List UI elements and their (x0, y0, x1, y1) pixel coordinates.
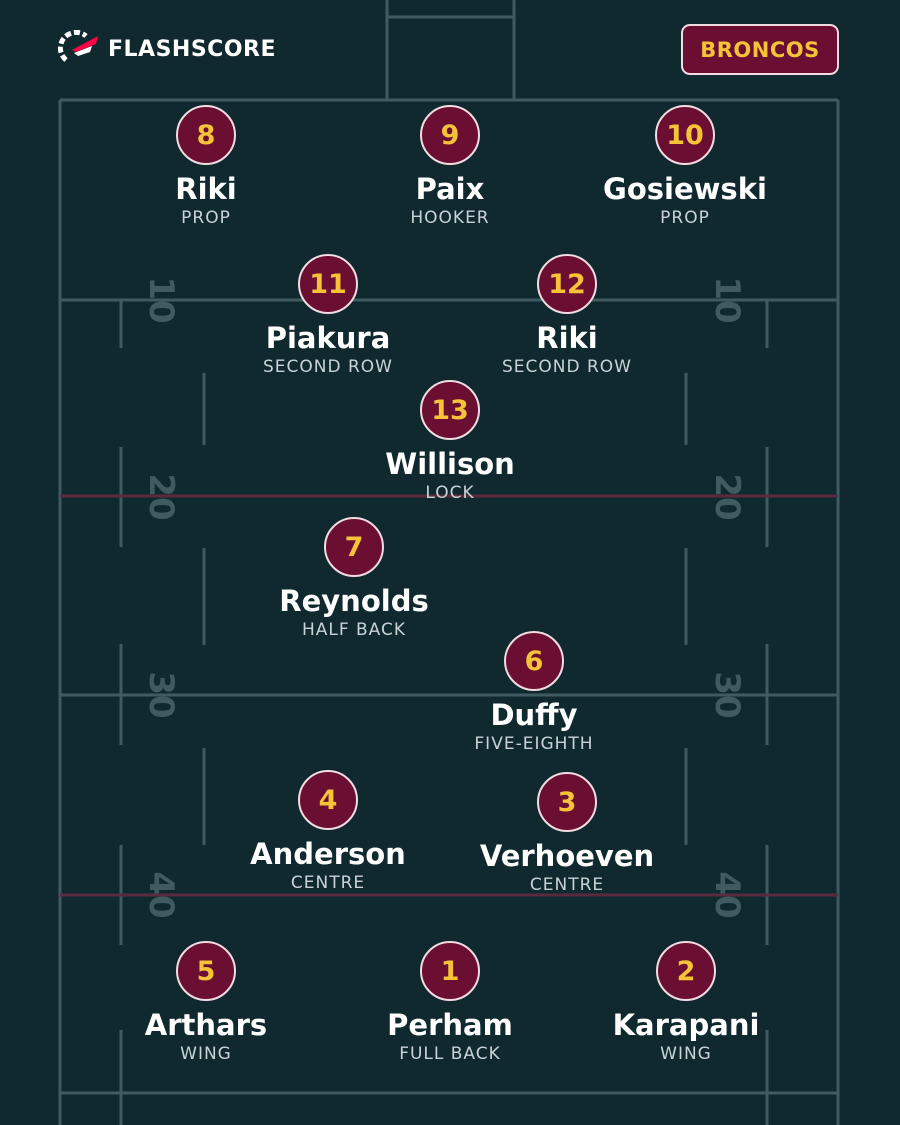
player-position: WING (660, 1044, 712, 1064)
jersey-number: 6 (504, 631, 564, 691)
player-name: Paix (415, 172, 485, 206)
player-position: CENTRE (529, 875, 605, 895)
player-slot: 4 Anderson CENTRE (208, 770, 448, 894)
flashscore-icon (58, 30, 98, 62)
jersey-number: 8 (176, 105, 236, 165)
player-slot: 2 Karapani WING (566, 941, 806, 1065)
jersey-number: 1 (420, 941, 480, 1001)
player-name: Riki (175, 172, 237, 206)
player-position: LOCK (425, 483, 475, 503)
yard-marker-40: 40 (141, 871, 181, 918)
player-slot: 11 Piakura SECOND ROW (208, 254, 448, 378)
player-position: CENTRE (290, 873, 366, 893)
player-slot: 5 Arthars WING (86, 941, 326, 1065)
jersey-number: 3 (537, 772, 597, 832)
player-name: Gosiewski (603, 172, 767, 206)
yard-marker-20: 20 (141, 473, 181, 520)
flashscore-logo: FLASHSCORE (58, 30, 276, 68)
jersey-number: 11 (298, 254, 358, 314)
player-name: Anderson (250, 837, 406, 871)
jersey-number: 9 (420, 105, 480, 165)
team-name: BRONCOS (700, 37, 820, 62)
player-name: Arthars (144, 1008, 268, 1042)
brand-name: FLASHSCORE (108, 36, 276, 62)
player-slot: 9 Paix HOOKER (330, 105, 570, 229)
jersey-number: 10 (655, 105, 715, 165)
yard-marker-40: 40 (707, 871, 747, 918)
player-slot: 8 Riki PROP (86, 105, 326, 229)
player-name: Duffy (490, 698, 578, 732)
jersey-number: 5 (176, 941, 236, 1001)
yard-marker-20: 20 (707, 473, 747, 520)
player-position: FIVE-EIGHTH (474, 734, 594, 754)
jersey-number: 7 (324, 517, 384, 577)
jersey-number: 2 (656, 941, 716, 1001)
team-badge: BRONCOS (681, 24, 839, 75)
player-position: SECOND ROW (263, 357, 393, 377)
player-name: Reynolds (279, 584, 429, 618)
yard-marker-30: 30 (141, 671, 181, 718)
player-position: PROP (660, 208, 710, 228)
player-slot: 3 Verhoeven CENTRE (447, 772, 687, 896)
yard-marker-10: 10 (141, 276, 181, 323)
player-name: Piakura (265, 321, 391, 355)
player-slot: 1 Perham FULL BACK (330, 941, 570, 1065)
player-slot: 12 Riki SECOND ROW (447, 254, 687, 378)
player-position: WING (180, 1044, 232, 1064)
player-slot: 10 Gosiewski PROP (565, 105, 805, 229)
player-name: Riki (536, 321, 598, 355)
player-position: FULL BACK (399, 1044, 501, 1064)
yard-marker-30: 30 (707, 671, 747, 718)
player-slot: 6 Duffy FIVE-EIGHTH (414, 631, 654, 755)
player-position: HOOKER (410, 208, 490, 228)
player-position: SECOND ROW (502, 357, 632, 377)
jersey-number: 12 (537, 254, 597, 314)
player-position: PROP (181, 208, 231, 228)
player-name: Karapani (612, 1008, 760, 1042)
jersey-number: 4 (298, 770, 358, 830)
player-slot: 7 Reynolds HALF BACK (234, 517, 474, 641)
player-name: Willison (385, 447, 515, 481)
player-name: Perham (387, 1008, 513, 1042)
player-position: HALF BACK (301, 620, 407, 640)
player-name: Verhoeven (479, 839, 655, 873)
player-slot: 13 Willison LOCK (330, 380, 570, 504)
yard-marker-10: 10 (707, 276, 747, 323)
jersey-number: 13 (420, 380, 480, 440)
